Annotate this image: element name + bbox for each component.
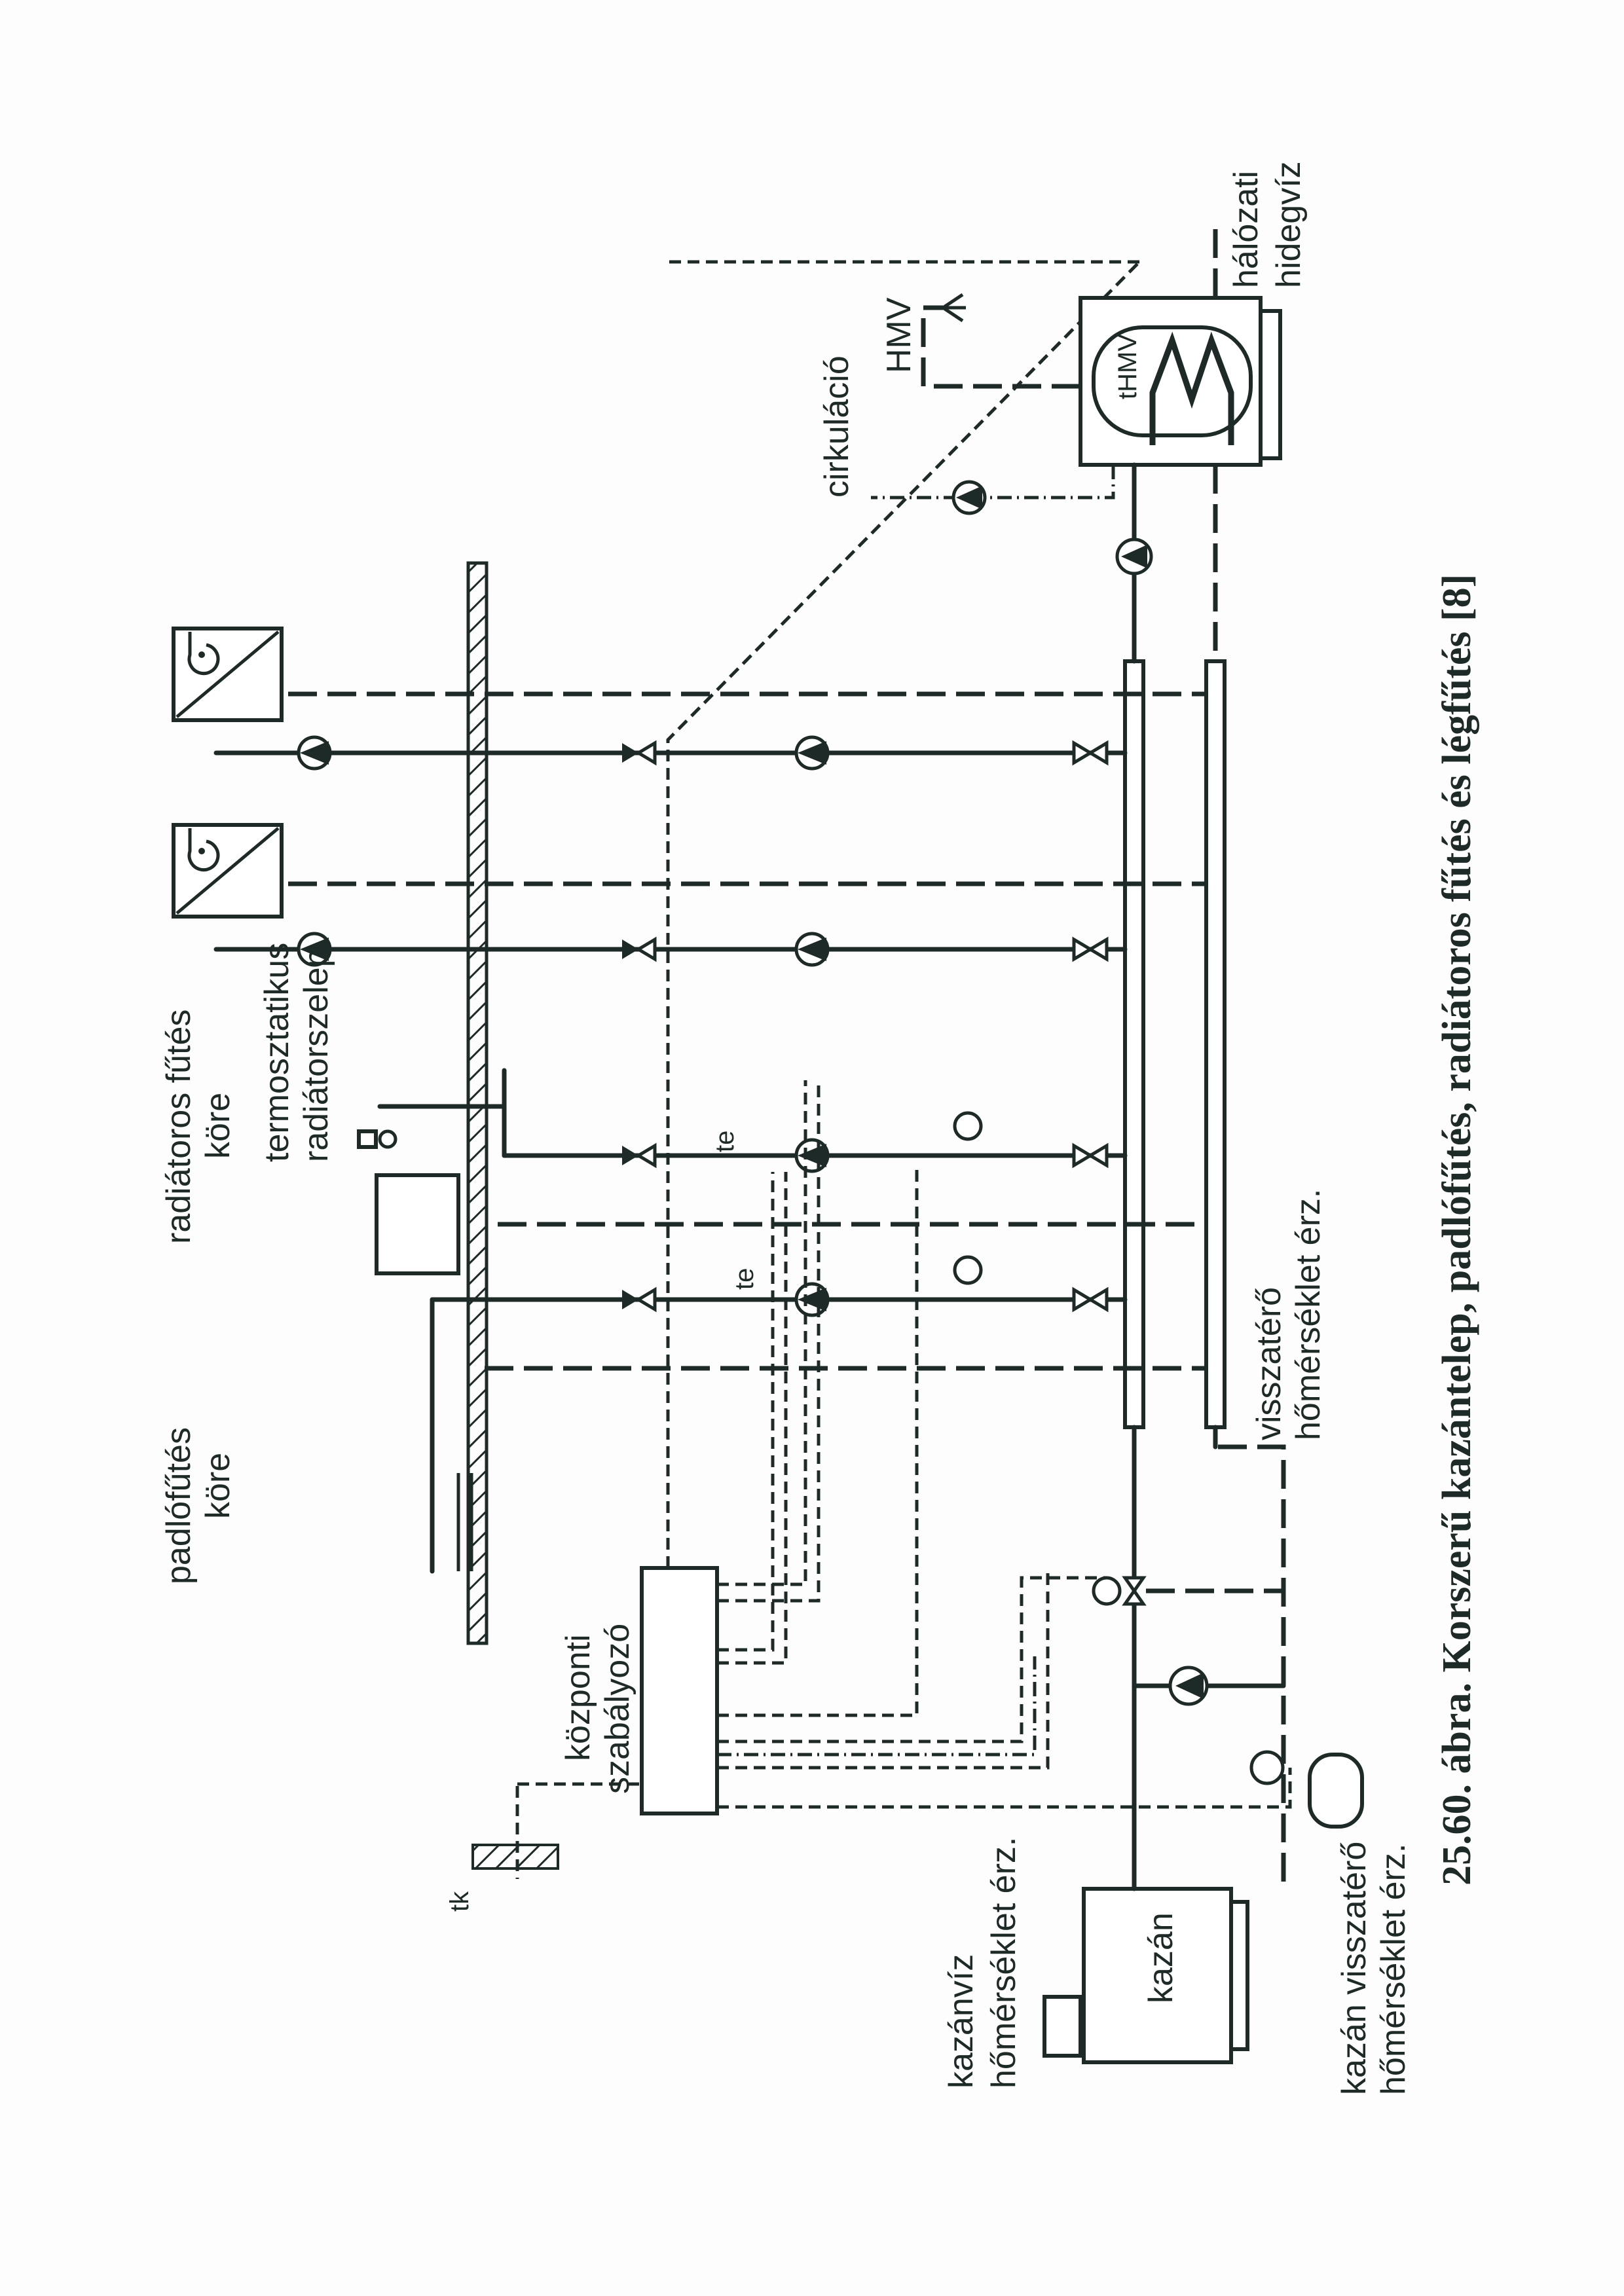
label-text: radiátorszelep <box>297 948 335 1162</box>
label-text: köre <box>199 1453 237 1519</box>
air-heating-circuit-1 <box>213 691 1206 771</box>
label-floor-heating: padlófűtés köre <box>160 1427 237 1584</box>
floor-heating-circuit <box>430 1255 1206 1574</box>
building-wall <box>466 561 489 1645</box>
label-text: központi <box>559 1634 597 1761</box>
label-thermostatic-valve: termosztatikus radiátorszelep <box>258 943 335 1162</box>
label-text: szabályozó <box>599 1624 637 1794</box>
label-text: hálózati <box>1227 171 1265 288</box>
label-text: köre <box>199 1093 237 1159</box>
label-mains-cold-water: hálózati hidegvíz <box>1227 161 1308 288</box>
label-text: hidegvíz <box>1270 161 1308 288</box>
fan-icon <box>198 848 205 854</box>
thermostatic-valve-icon <box>378 1129 397 1149</box>
radiator-circuit <box>377 1068 1206 1227</box>
supply-manifold <box>1123 659 1145 1620</box>
label-supply-temp: te <box>710 1131 739 1152</box>
label-supply-temp: te <box>730 1268 759 1290</box>
valve-icon <box>1072 740 1094 766</box>
air-heater-2 <box>172 823 284 919</box>
label-text: padlófűtés <box>160 1427 198 1584</box>
label-text: radiátoros fűtés <box>160 1010 198 1244</box>
label-central-controller: központi szabályozó <box>559 1624 637 1794</box>
pressure-gauge <box>1249 1750 1285 1785</box>
figure-caption: 25.60. ábra. Korszerű kazántelep, padlóf… <box>1435 574 1479 1886</box>
fan-icon <box>198 651 205 658</box>
label-text: kazánvíz <box>942 1954 980 2088</box>
motor-icon <box>1092 1576 1122 1606</box>
boiler-mixing-valve <box>1092 1576 1283 1606</box>
label-boiler: kazán <box>1142 1912 1180 2003</box>
central-controller <box>517 261 1292 1815</box>
label-radiator-heating: radiátoros fűtés köre <box>160 1010 237 1244</box>
label-outdoor-temp: tk <box>445 1891 474 1912</box>
label-text: hőmérséklet érz. <box>1289 1189 1327 1440</box>
label-text: hőmérséklet érz. <box>985 1837 1023 2088</box>
air-heating-circuit-2 <box>213 881 1206 967</box>
label-return-temp-sensor: visszatérő hőmérséklet érz. <box>1250 1189 1327 1440</box>
air-heater-1 <box>172 627 284 722</box>
label-dhw-sensor: tHMV <box>1113 334 1142 399</box>
label-text: hőmérséklet érz. <box>1375 1844 1412 2095</box>
radiator <box>357 1129 460 1275</box>
label-circulation: cirkuláció <box>818 355 856 498</box>
outdoor-temp-sensor <box>471 1786 559 1879</box>
label-boiler-water-sensor: kazánvíz hőmérséklet érz. <box>942 1837 1023 2088</box>
shower-icon <box>942 293 966 323</box>
boiler <box>1043 1444 1286 2064</box>
expansion-vessel <box>1308 1753 1364 1829</box>
bypass-pump <box>1132 1666 1286 1706</box>
motor-icon <box>953 1111 983 1141</box>
label-boiler-return-sensor: kazán visszatérő hőmérséklet érz. <box>1335 1842 1412 2095</box>
heating-coil-icon <box>1149 331 1234 445</box>
return-manifold <box>1204 659 1227 1449</box>
label-text: visszatérő <box>1250 1287 1288 1440</box>
motor-icon <box>953 1255 983 1285</box>
label-text: termosztatikus <box>258 943 296 1162</box>
check-valve-icon <box>622 743 638 763</box>
label-text: kazán visszatérő <box>1335 1842 1373 2095</box>
label-dhw: HMV <box>880 297 918 373</box>
dhw-tank <box>668 229 1282 664</box>
